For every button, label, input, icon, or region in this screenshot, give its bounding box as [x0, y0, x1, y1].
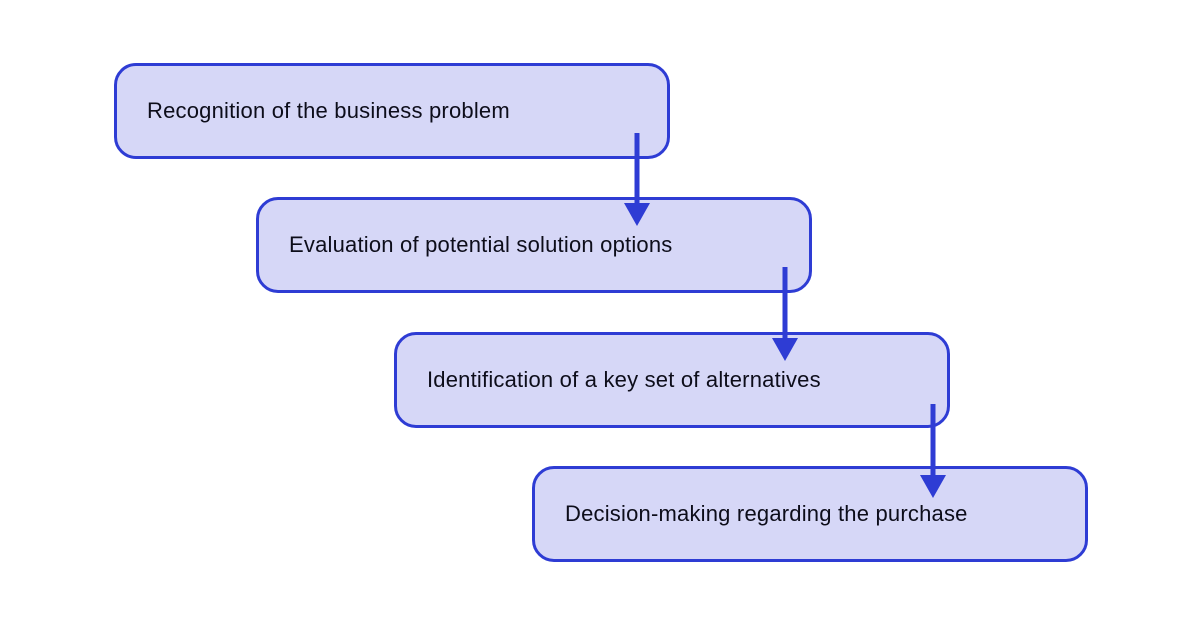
step-label: Identification of a key set of alternati… — [427, 367, 821, 392]
step-label: Evaluation of potential solution options — [289, 232, 673, 257]
step-label: Recognition of the business problem — [147, 98, 510, 123]
step-box-recognition: Recognition of the business problem — [114, 63, 670, 159]
step-box-evaluation: Evaluation of potential solution options — [256, 197, 812, 293]
step-box-identification: Identification of a key set of alternati… — [394, 332, 950, 428]
step-label: Decision-making regarding the purchase — [565, 501, 968, 526]
step-box-decision: Decision-making regarding the purchase — [532, 466, 1088, 562]
